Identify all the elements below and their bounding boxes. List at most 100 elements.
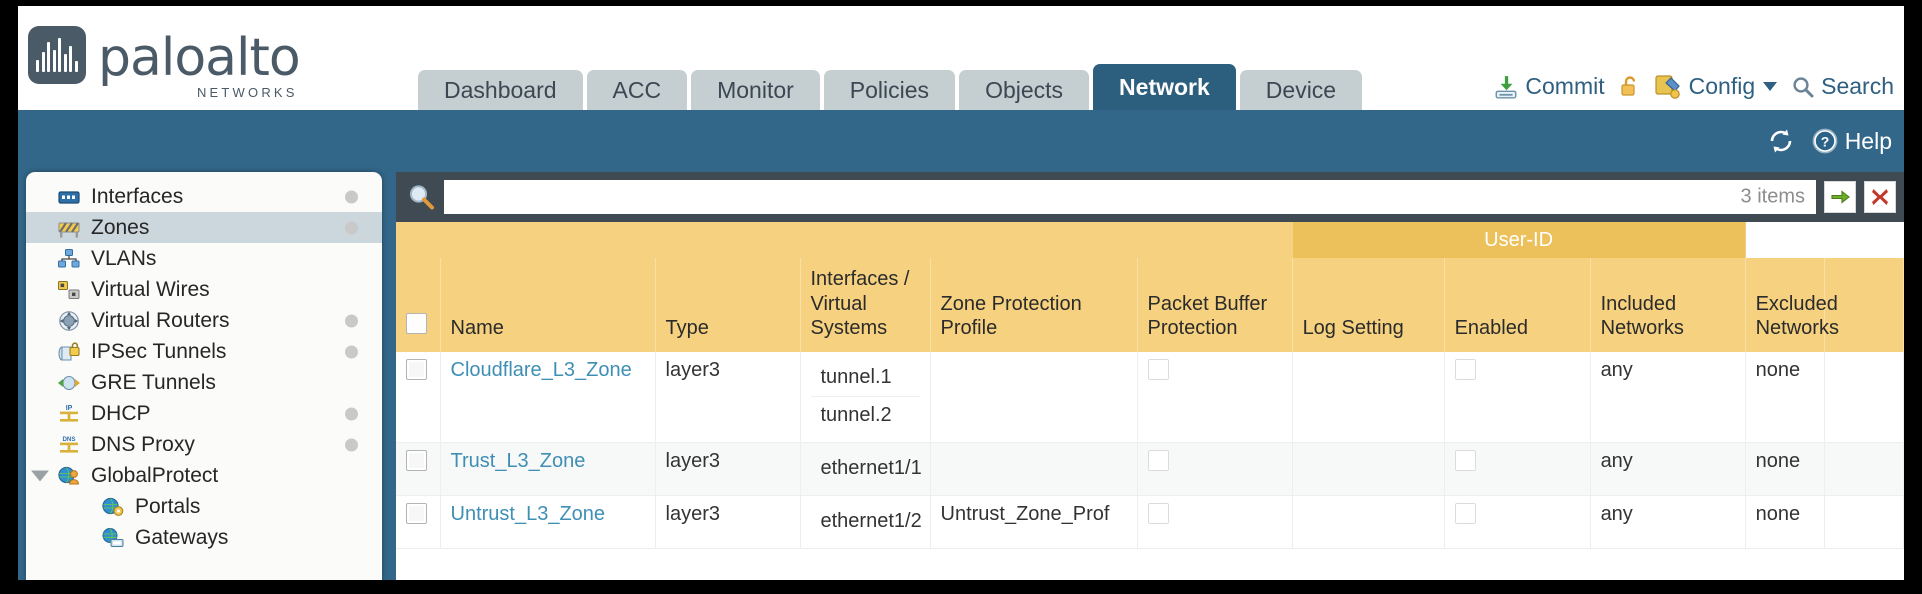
row-select-checkbox[interactable]: [406, 503, 427, 525]
cell-packet-buffer-protection: [1137, 352, 1293, 444]
sidebar-item-dhcp[interactable]: IP DHCP: [26, 398, 382, 429]
filter-input-wrapper[interactable]: 3 items: [444, 180, 1816, 214]
interface-list: ethernet1/2: [811, 503, 922, 541]
row-select-checkbox[interactable]: [406, 359, 427, 381]
sidebar-item-globalprotect[interactable]: GlobalProtect: [26, 460, 382, 491]
refresh-icon: [1770, 129, 1791, 153]
globalprotect-icon-wrap: [56, 465, 82, 487]
sidebar-item-indicator-dot: [345, 438, 358, 451]
cell-userid-enabled: [1444, 442, 1591, 497]
column-header-enabled[interactable]: Enabled: [1444, 258, 1591, 353]
column-header-interfaces-virtual-systems[interactable]: Interfaces / Virtual Systems: [800, 258, 931, 353]
apply-filter-button[interactable]: [1824, 181, 1856, 213]
sidebar-item-virtual-routers[interactable]: Virtual Routers: [26, 305, 382, 336]
cell-included-networks: any: [1590, 495, 1746, 550]
search-button[interactable]: Search: [1791, 73, 1894, 100]
virtual-routers-icon-wrap: [56, 310, 82, 332]
packet-buffer-protection-checkbox[interactable]: [1147, 450, 1169, 472]
row-select-cell: [396, 495, 441, 550]
sidebar-item-portals[interactable]: Portals: [26, 491, 382, 522]
interface-item: ethernet1/1: [820, 457, 922, 480]
tab-acc[interactable]: ACC: [586, 70, 688, 110]
cell-packet-buffer-protection: [1137, 442, 1293, 497]
tab-policies[interactable]: Policies: [823, 70, 956, 110]
interface-item: ethernet1/2: [820, 510, 922, 533]
row-select-checkbox[interactable]: [406, 450, 427, 472]
cell-log-setting: [1292, 442, 1445, 497]
sidebar-item-zones[interactable]: Zones: [26, 212, 382, 243]
zone-name-link[interactable]: Cloudflare_L3_Zone: [450, 359, 632, 382]
sidebar-item-ipsec-tunnels[interactable]: IPSec Tunnels: [26, 336, 382, 367]
paloalto-wordmark: paloalto NETWORKS: [98, 32, 301, 99]
tab-device[interactable]: Device: [1239, 70, 1363, 110]
userid-enabled-checkbox[interactable]: [1454, 450, 1476, 472]
help-button[interactable]: ? Help: [1811, 127, 1892, 155]
tab-objects[interactable]: Objects: [959, 70, 1090, 110]
paloalto-logo: paloalto NETWORKS: [28, 26, 301, 99]
sidebar-item-gateways[interactable]: Gateways: [26, 522, 382, 553]
sidebar-item-virtual-wires[interactable]: Virtual Wires: [26, 274, 382, 305]
clear-filter-button[interactable]: [1864, 181, 1896, 213]
column-header-filler: [1824, 258, 1904, 353]
commit-save-icon: [1495, 75, 1517, 99]
userid-enabled-checkbox[interactable]: [1454, 503, 1476, 525]
userid-enabled-checkbox[interactable]: [1454, 359, 1476, 381]
sidebar-item-vlans[interactable]: VLANs: [26, 243, 382, 274]
sidebar-item-label: GlobalProtect: [91, 463, 219, 487]
packet-buffer-protection-checkbox[interactable]: [1147, 503, 1169, 525]
column-header-zone-protection-profile[interactable]: Zone Protection Profile: [930, 258, 1138, 353]
tab-monitor[interactable]: Monitor: [691, 70, 820, 110]
dhcp-icon: IP: [60, 405, 78, 422]
sidebar-item-label: IPSec Tunnels: [91, 339, 227, 363]
column-header-included-networks[interactable]: Included Networks: [1590, 258, 1746, 353]
column-header-log-setting[interactable]: Log Setting: [1292, 258, 1445, 353]
svg-text:DNS: DNS: [62, 436, 75, 443]
sidebar-item-label: DHCP: [91, 401, 151, 425]
secondary-blue-bar: ? Help: [18, 110, 1904, 172]
vlans-icon-wrap: [56, 248, 82, 270]
refresh-button[interactable]: [1767, 128, 1795, 154]
help-question-icon: ?: [1812, 128, 1838, 154]
tab-network[interactable]: Network: [1093, 64, 1236, 110]
sidebar-item-gre-tunnels[interactable]: GRE Tunnels: [26, 367, 382, 398]
lock-button[interactable]: [1619, 74, 1641, 100]
column-header-packet-buffer-protection[interactable]: Packet Buffer Protection: [1137, 258, 1293, 353]
zone-name-link[interactable]: Trust_L3_Zone: [450, 450, 586, 473]
cell-included-networks: any: [1590, 442, 1746, 497]
ipsec-tunnels-icon-wrap: [56, 341, 82, 363]
packet-buffer-protection-checkbox[interactable]: [1147, 359, 1169, 381]
dns-proxy-icon: DNS: [60, 436, 78, 453]
zones-icon-wrap: [56, 217, 82, 239]
column-header-type[interactable]: Type: [655, 258, 801, 353]
gre-tunnels-icon: [58, 375, 80, 390]
select-all-checkbox[interactable]: [406, 313, 427, 334]
unlock-icon: [1621, 75, 1635, 96]
zone-name-link[interactable]: Untrust_L3_Zone: [450, 503, 606, 526]
cell-type: layer3: [655, 495, 801, 550]
paloalto-logo-mark-icon: [28, 26, 86, 84]
config-menu-button[interactable]: Config: [1655, 73, 1778, 100]
filter-input[interactable]: [455, 181, 1805, 213]
column-header-name[interactable]: Name: [440, 258, 656, 353]
gre-tunnels-icon-wrap: [56, 372, 82, 394]
group-header-userid: User-ID: [1292, 222, 1746, 259]
cell-excluded-networks: none: [1745, 352, 1825, 444]
column-header-excluded-networks[interactable]: Excluded Networks: [1745, 258, 1839, 353]
tree-expand-caret-icon[interactable]: [31, 470, 49, 481]
ipsec-tunnels-icon: [58, 341, 80, 361]
zones-content-panel: 3 items: [396, 172, 1904, 580]
cell-filler: [1824, 495, 1904, 550]
search-label: Search: [1821, 73, 1894, 99]
chevron-down-icon[interactable]: [1763, 82, 1778, 91]
commit-button[interactable]: Commit: [1493, 73, 1605, 100]
sidebar-item-interfaces[interactable]: Interfaces: [26, 181, 382, 212]
cell-log-setting: [1292, 352, 1445, 444]
tab-dashboard[interactable]: Dashboard: [418, 70, 583, 110]
